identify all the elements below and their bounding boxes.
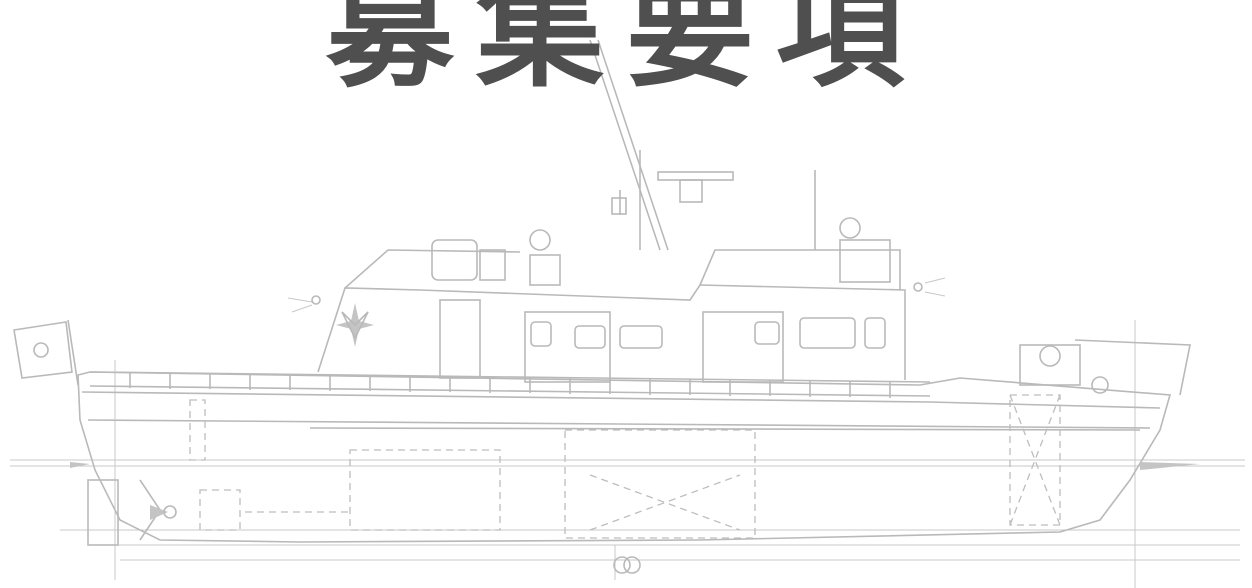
stern-flag [13, 319, 79, 386]
deck-equipment [431, 217, 1191, 396]
cabin [317, 249, 906, 383]
engine-room [189, 394, 1061, 539]
hull [70, 371, 1200, 543]
page-title: 募集要項 [325, 0, 926, 105]
deck-railing [89, 371, 931, 398]
guide-lines [10, 320, 1245, 588]
compass-star-emblem [336, 303, 374, 347]
propeller-rudder [87, 479, 641, 574]
navigation-lights [287, 277, 946, 313]
mast [589, 39, 816, 251]
